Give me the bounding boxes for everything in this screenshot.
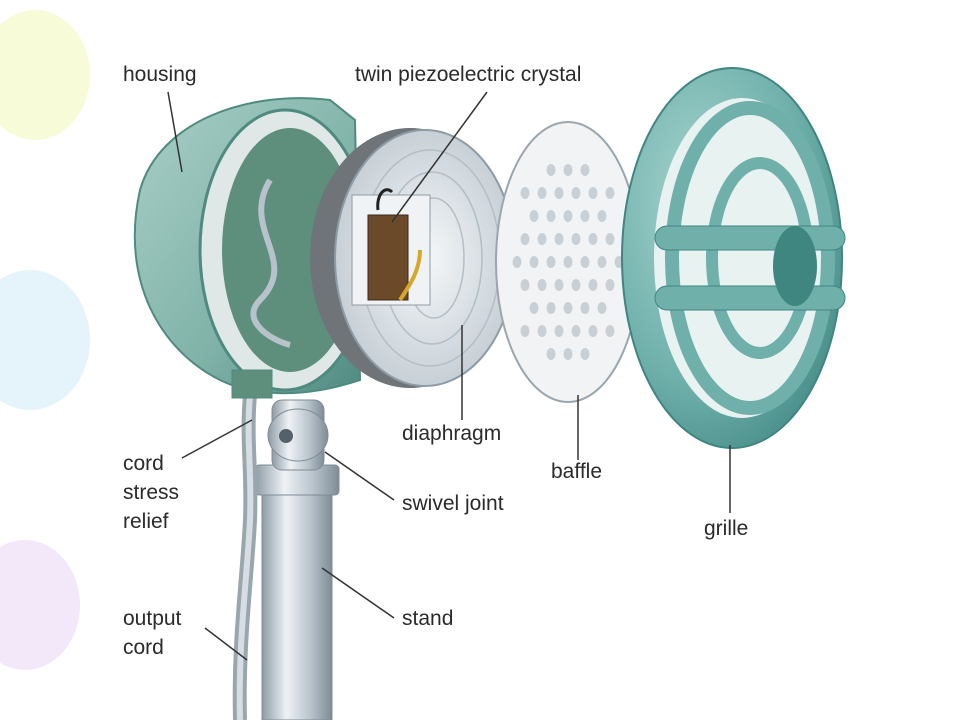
baffle bbox=[495, 121, 641, 403]
baffle-hole bbox=[597, 210, 607, 222]
baffle-hole bbox=[512, 256, 522, 268]
baffle-hole bbox=[520, 233, 530, 245]
baffle-hole bbox=[537, 279, 547, 291]
baffle-hole bbox=[571, 325, 581, 337]
baffle-hole bbox=[546, 210, 556, 222]
leader-crystal bbox=[391, 91, 488, 223]
baffle-hole bbox=[554, 233, 564, 245]
baffle-hole bbox=[529, 210, 539, 222]
baffle-hole bbox=[588, 187, 598, 199]
leader-output-cord bbox=[204, 627, 248, 661]
yellow-balloon-decoration bbox=[0, 10, 90, 140]
baffle-hole bbox=[571, 279, 581, 291]
baffle-hole bbox=[597, 302, 607, 314]
baffle-hole bbox=[546, 348, 556, 360]
baffle-hole bbox=[537, 187, 547, 199]
label-housing: housing bbox=[123, 63, 197, 86]
baffle-hole bbox=[605, 233, 615, 245]
swivel-joint bbox=[267, 399, 329, 471]
baffle-hole bbox=[554, 187, 564, 199]
baffle-hole bbox=[605, 279, 615, 291]
label-swivel-joint: swivel joint bbox=[402, 492, 504, 515]
baffle-hole bbox=[546, 256, 556, 268]
baffle-hole bbox=[605, 187, 615, 199]
baffle-hole bbox=[554, 325, 564, 337]
baffle-hole bbox=[537, 233, 547, 245]
baffle-hole bbox=[563, 164, 573, 176]
leader-stand bbox=[321, 567, 395, 619]
baffle-hole bbox=[571, 233, 581, 245]
leader-cord-stress-relief bbox=[181, 419, 253, 459]
baffle-hole bbox=[580, 302, 590, 314]
stand bbox=[254, 464, 340, 720]
leader-lines bbox=[167, 91, 731, 661]
baffle-hole bbox=[605, 325, 615, 337]
baffle-hole bbox=[520, 187, 530, 199]
baffle-hole bbox=[520, 325, 530, 337]
leader-swivel-joint bbox=[324, 451, 395, 501]
baffle-hole bbox=[546, 164, 556, 176]
label-stand: stand bbox=[402, 607, 454, 630]
leader-housing bbox=[167, 91, 183, 173]
baffle-hole bbox=[554, 279, 564, 291]
baffle-hole bbox=[563, 210, 573, 222]
label-output-cord-line2: cord bbox=[123, 636, 164, 659]
baffle-hole bbox=[588, 325, 598, 337]
label-cord-stress-relief-line2: stress bbox=[123, 481, 180, 504]
output-cord bbox=[232, 394, 258, 720]
diaphragm bbox=[310, 128, 516, 388]
baffle-hole bbox=[520, 279, 530, 291]
baffle-hole bbox=[571, 187, 581, 199]
label-grille: grille bbox=[704, 517, 749, 540]
housing bbox=[133, 97, 372, 399]
label-cord-stress-relief-line1: cord bbox=[123, 452, 164, 475]
grille bbox=[621, 67, 846, 449]
baffle-hole bbox=[563, 256, 573, 268]
label-output-cord-line1: output bbox=[123, 607, 182, 630]
twin-piezoelectric-crystal bbox=[367, 188, 422, 302]
label-diaphragm: diaphragm bbox=[402, 422, 502, 445]
label-cord-stress-relief-line3: relief bbox=[123, 510, 169, 533]
label-twin-piezoelectric-crystal: twin piezoelectric crystal bbox=[355, 63, 582, 86]
baffle-hole bbox=[580, 256, 590, 268]
baffle-hole bbox=[529, 302, 539, 314]
baffle-hole bbox=[563, 302, 573, 314]
baffle-hole bbox=[580, 348, 590, 360]
baffle-hole bbox=[537, 325, 547, 337]
baffle-hole bbox=[588, 233, 598, 245]
baffle-hole bbox=[546, 302, 556, 314]
baffle-hole bbox=[529, 256, 539, 268]
baffle-hole bbox=[563, 348, 573, 360]
baffle-hole bbox=[580, 164, 590, 176]
baffle-hole bbox=[580, 210, 590, 222]
baffle-hole bbox=[588, 279, 598, 291]
label-baffle: baffle bbox=[551, 460, 602, 483]
baffle-hole bbox=[597, 256, 607, 268]
